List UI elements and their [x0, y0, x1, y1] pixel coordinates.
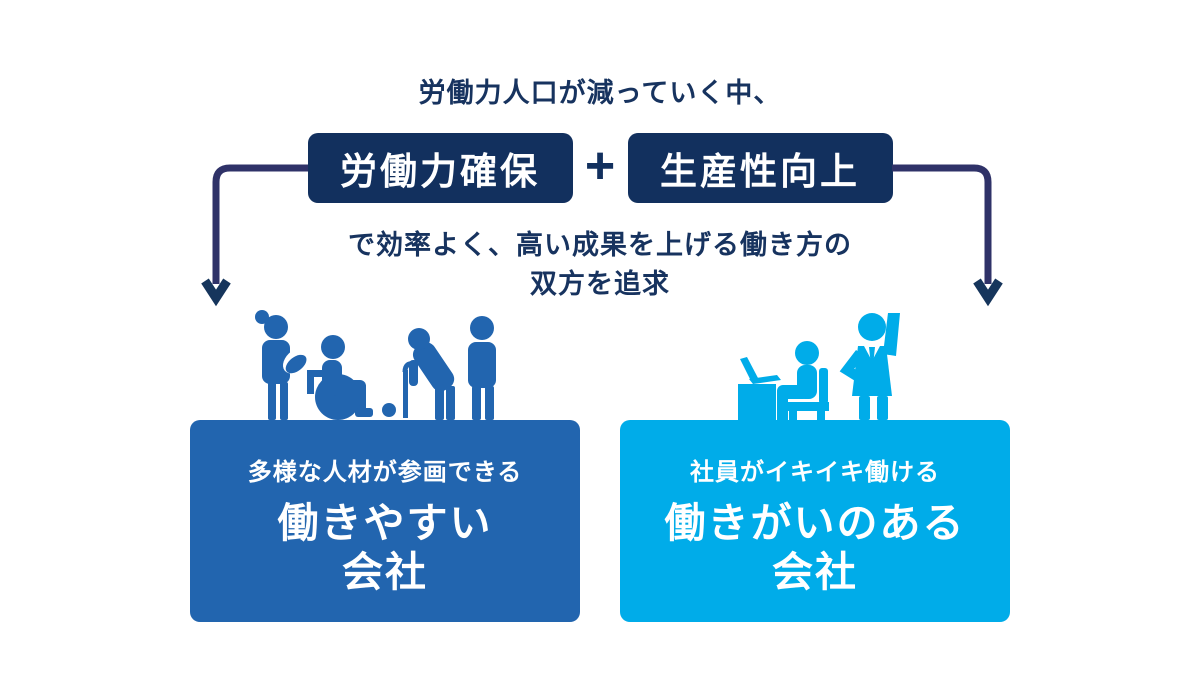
- elderly-person-with-cane-icon: [402, 328, 455, 420]
- labor-force-label: 労働力確保: [340, 151, 540, 192]
- description-line-1: で効率よく、高い成果を上げる働き方の: [348, 230, 852, 260]
- equation-row: 労働力確保 + 生産性向上: [0, 133, 1200, 203]
- wheelchair-user-icon: [307, 335, 396, 420]
- easy-to-work-title-line1: 働きやすい: [277, 500, 493, 546]
- businessman-raising-hand-icon: [839, 313, 900, 420]
- easy-to-work-title-line2: 会社: [342, 549, 428, 596]
- employee-at-desk-with-laptop-icon: [738, 341, 829, 420]
- intro-text: 労働力人口が減っていく中、: [418, 78, 782, 108]
- standing-person-icon: [468, 316, 496, 420]
- rewarding-title-line2: 会社: [772, 549, 858, 596]
- easy-to-work-company-box: 多様な人材が参画できる 働きやすい 会社: [190, 420, 580, 622]
- description-line-2: 双方を追求: [530, 269, 670, 300]
- labor-force-box: 労働力確保: [307, 133, 573, 203]
- rewarding-title-line1: 働きがいのある: [664, 500, 966, 546]
- energized-employees-icons: [738, 313, 900, 420]
- easy-to-work-subtitle: 多様な人材が参画できる: [247, 459, 523, 486]
- rewarding-company-box: 社員がイキイキ働ける 働きがいのある 会社: [620, 420, 1010, 622]
- productivity-box: 生産性向上: [627, 133, 893, 203]
- mother-holding-baby-icon: [255, 310, 314, 420]
- equation-description: で効率よく、高い成果を上げる働き方の 双方を追求: [0, 226, 1200, 304]
- rewarding-subtitle: 社員がイキイキ働ける: [690, 459, 940, 486]
- plus-operator: +: [584, 137, 616, 195]
- productivity-label: 生産性向上: [660, 151, 860, 192]
- diverse-workers-icons: [255, 310, 496, 420]
